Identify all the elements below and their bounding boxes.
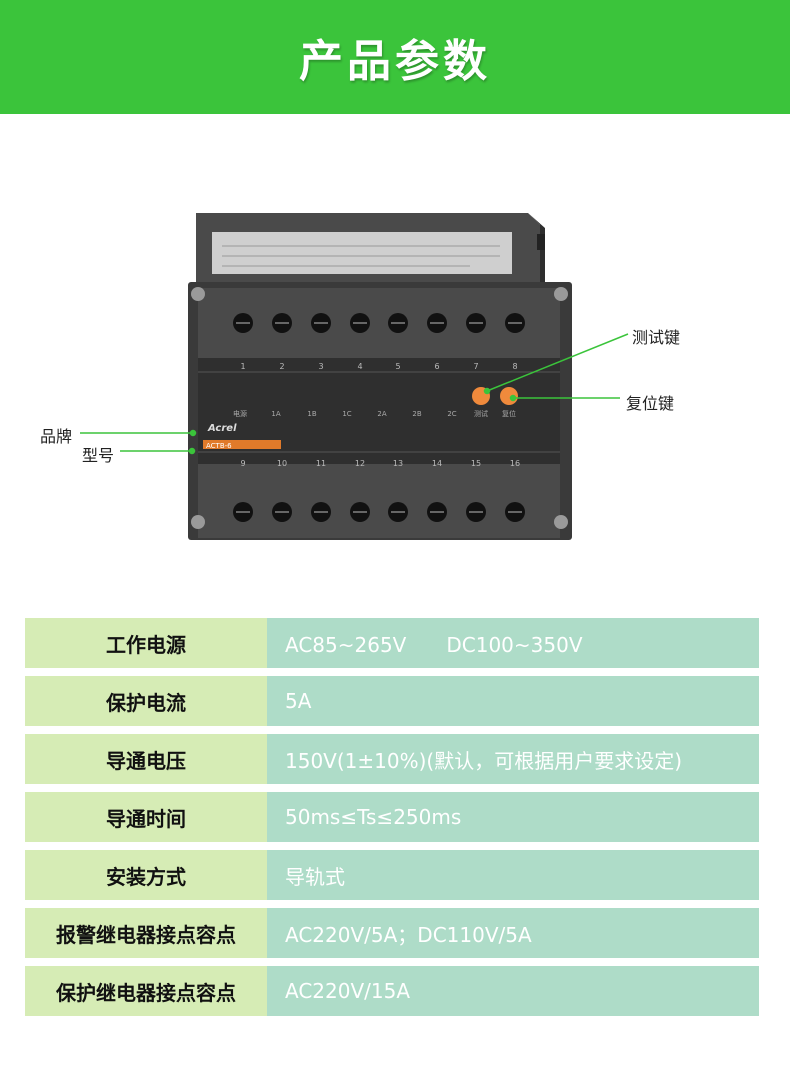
screw-icon [554, 515, 568, 529]
svg-text:3: 3 [318, 362, 323, 371]
svg-text:测试: 测试 [474, 409, 488, 418]
svg-text:电源: 电源 [233, 409, 247, 418]
svg-text:7: 7 [473, 362, 478, 371]
panel-terminal-labels: 电源 1A 1B 1C 2A 2B 2C 测试 复位 [233, 409, 516, 418]
spec-table: 工作电源 AC85~265V DC100~350V 保护电流 5A 导通电压 1… [25, 618, 759, 1024]
device-label-sticker [212, 232, 512, 274]
svg-text:14: 14 [432, 459, 442, 468]
product-photo-area: 1 2 3 4 5 6 7 8 9 10 11 12 13 14 15 16 电… [0, 114, 790, 604]
spec-row: 保护继电器接点容点 AC220V/15A [25, 966, 759, 1016]
spec-label: 保护继电器接点容点 [25, 966, 267, 1016]
bottom-terminals [233, 502, 525, 522]
callout-lines [80, 333, 629, 455]
svg-text:16: 16 [510, 459, 520, 468]
spec-label: 工作电源 [25, 618, 267, 668]
svg-text:15: 15 [471, 459, 481, 468]
screw-icon [191, 515, 205, 529]
svg-text:10: 10 [277, 459, 287, 468]
svg-text:6: 6 [434, 362, 439, 371]
spec-value: 50ms≤Ts≤250ms [267, 792, 759, 842]
top-terminal-numbers: 1 2 3 4 5 6 7 8 [240, 362, 517, 371]
spec-row: 保护电流 5A [25, 676, 759, 726]
svg-text:8: 8 [512, 362, 517, 371]
brand-callout: 品牌 [40, 427, 73, 446]
svg-text:4: 4 [357, 362, 362, 371]
svg-text:12: 12 [355, 459, 365, 468]
spec-value: AC85~265V DC100~350V [267, 618, 759, 668]
svg-text:2: 2 [279, 362, 284, 371]
svg-text:1B: 1B [307, 410, 316, 418]
svg-text:1C: 1C [342, 410, 351, 418]
spec-value: 导轨式 [267, 850, 759, 900]
top-terminals [233, 313, 525, 333]
spec-row: 安装方式 导轨式 [25, 850, 759, 900]
svg-text:2C: 2C [447, 410, 456, 418]
device-illustration: 1 2 3 4 5 6 7 8 9 10 11 12 13 14 15 16 电… [80, 213, 629, 540]
top-terminal-block [198, 288, 560, 358]
spec-value: AC220V/15A [267, 966, 759, 1016]
brand-logo: Acrel [207, 423, 237, 434]
screw-icon [191, 287, 205, 301]
spec-row: 导通时间 50ms≤Ts≤250ms [25, 792, 759, 842]
screw-icon [554, 287, 568, 301]
svg-text:5: 5 [395, 362, 400, 371]
bottom-terminal-block [198, 462, 560, 538]
spec-row: 工作电源 AC85~265V DC100~350V [25, 618, 759, 668]
svg-text:2A: 2A [377, 410, 386, 418]
svg-text:1: 1 [240, 362, 245, 371]
bottom-terminal-numbers: 9 10 11 12 13 14 15 16 [240, 459, 520, 468]
svg-text:9: 9 [240, 459, 245, 468]
spec-label: 导通时间 [25, 792, 267, 842]
header-banner: 产品参数 [0, 0, 790, 114]
test-key-callout: 测试键 [632, 328, 681, 347]
spec-value: AC220V/5A；DC110V/5A [267, 908, 759, 958]
spec-label: 报警继电器接点容点 [25, 908, 267, 958]
spec-value: 5A [267, 676, 759, 726]
spec-label: 导通电压 [25, 734, 267, 784]
svg-text:13: 13 [393, 459, 403, 468]
svg-text:ACTB-6: ACTB-6 [206, 442, 232, 450]
svg-text:2B: 2B [412, 410, 421, 418]
reset-key-callout: 复位键 [626, 394, 675, 413]
model-plate [203, 440, 281, 449]
spec-value: 150V(1±10%)(默认，可根据用户要求设定) [267, 734, 759, 784]
spec-label: 安装方式 [25, 850, 267, 900]
model-callout: 型号 [82, 446, 115, 465]
spec-row: 报警继电器接点容点 AC220V/5A；DC110V/5A [25, 908, 759, 958]
page-title: 产品参数 [299, 36, 491, 87]
spec-label: 保护电流 [25, 676, 267, 726]
svg-text:1A: 1A [271, 410, 280, 418]
spec-row: 导通电压 150V(1±10%)(默认，可根据用户要求设定) [25, 734, 759, 784]
svg-text:11: 11 [316, 459, 326, 468]
svg-text:复位: 复位 [502, 409, 516, 418]
